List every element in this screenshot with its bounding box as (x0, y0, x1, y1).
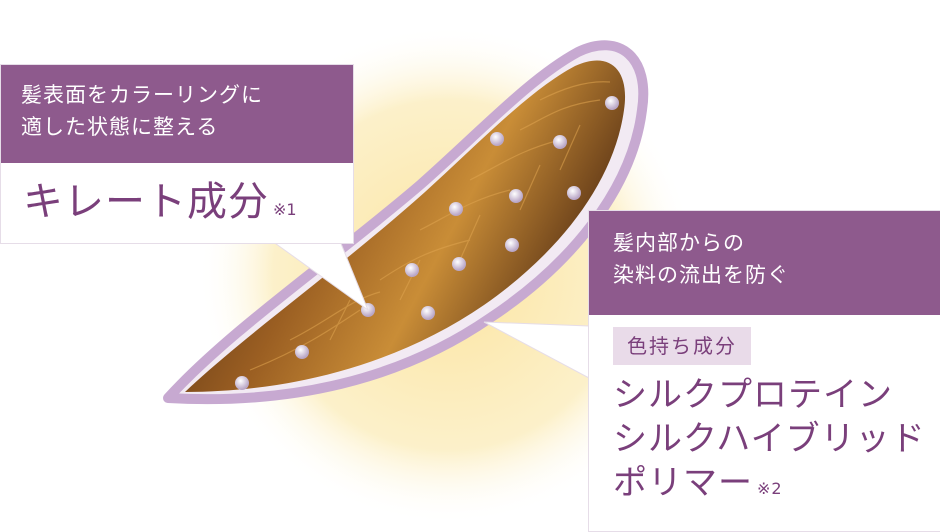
callout-color-retention-description: 髪内部からの 染料の流出を防ぐ (589, 211, 940, 315)
description-line: 染料の流出を防ぐ (613, 263, 789, 287)
footnote-mark: ※1 (273, 200, 297, 219)
ingredient-name: ポリマー (613, 463, 753, 503)
category-tag: 色持ち成分 (613, 327, 751, 365)
protein-dot (505, 238, 519, 252)
callout-chelate: 髪表面をカラーリングに 適した状態に整える キレート成分※1 (0, 64, 354, 244)
hair-strand (185, 60, 626, 392)
protein-dot (421, 306, 435, 320)
protein-dot (553, 135, 567, 149)
protein-dot (449, 202, 463, 216)
description-line: 髪内部からの (613, 231, 745, 255)
callout-chelate-description: 髪表面をカラーリングに 適した状態に整える (1, 65, 353, 163)
ingredient-name: シルクプロテイン (613, 375, 893, 415)
footnote-mark: ※2 (757, 479, 783, 498)
callout-color-retention-body: 色持ち成分 シルクプロテイン シルクハイブリッド ポリマー※2 (589, 315, 940, 531)
callout-chelate-body: キレート成分※1 (1, 163, 353, 243)
description-line: 適した状態に整える (21, 115, 219, 139)
protein-dot (605, 96, 619, 110)
callout-color-retention: 髪内部からの 染料の流出を防ぐ 色持ち成分 シルクプロテイン シルクハイブリッド… (588, 210, 940, 532)
protein-dot (567, 186, 581, 200)
ingredient-name-last: ポリマー※2 (613, 461, 940, 511)
protein-dot (405, 263, 419, 277)
protein-dot (452, 257, 466, 271)
protein-dot (235, 376, 249, 390)
ingredient-name: キレート成分 (23, 179, 269, 225)
ingredient-list: シルクプロテイン シルクハイブリッド ポリマー※2 (613, 373, 940, 511)
description-line: 髪表面をカラーリングに (21, 83, 263, 107)
protein-dot (509, 189, 523, 203)
protein-dot (295, 345, 309, 359)
protein-dot (490, 132, 504, 146)
ingredient-name: シルクハイブリッド (613, 419, 926, 459)
protein-dots (235, 96, 619, 390)
